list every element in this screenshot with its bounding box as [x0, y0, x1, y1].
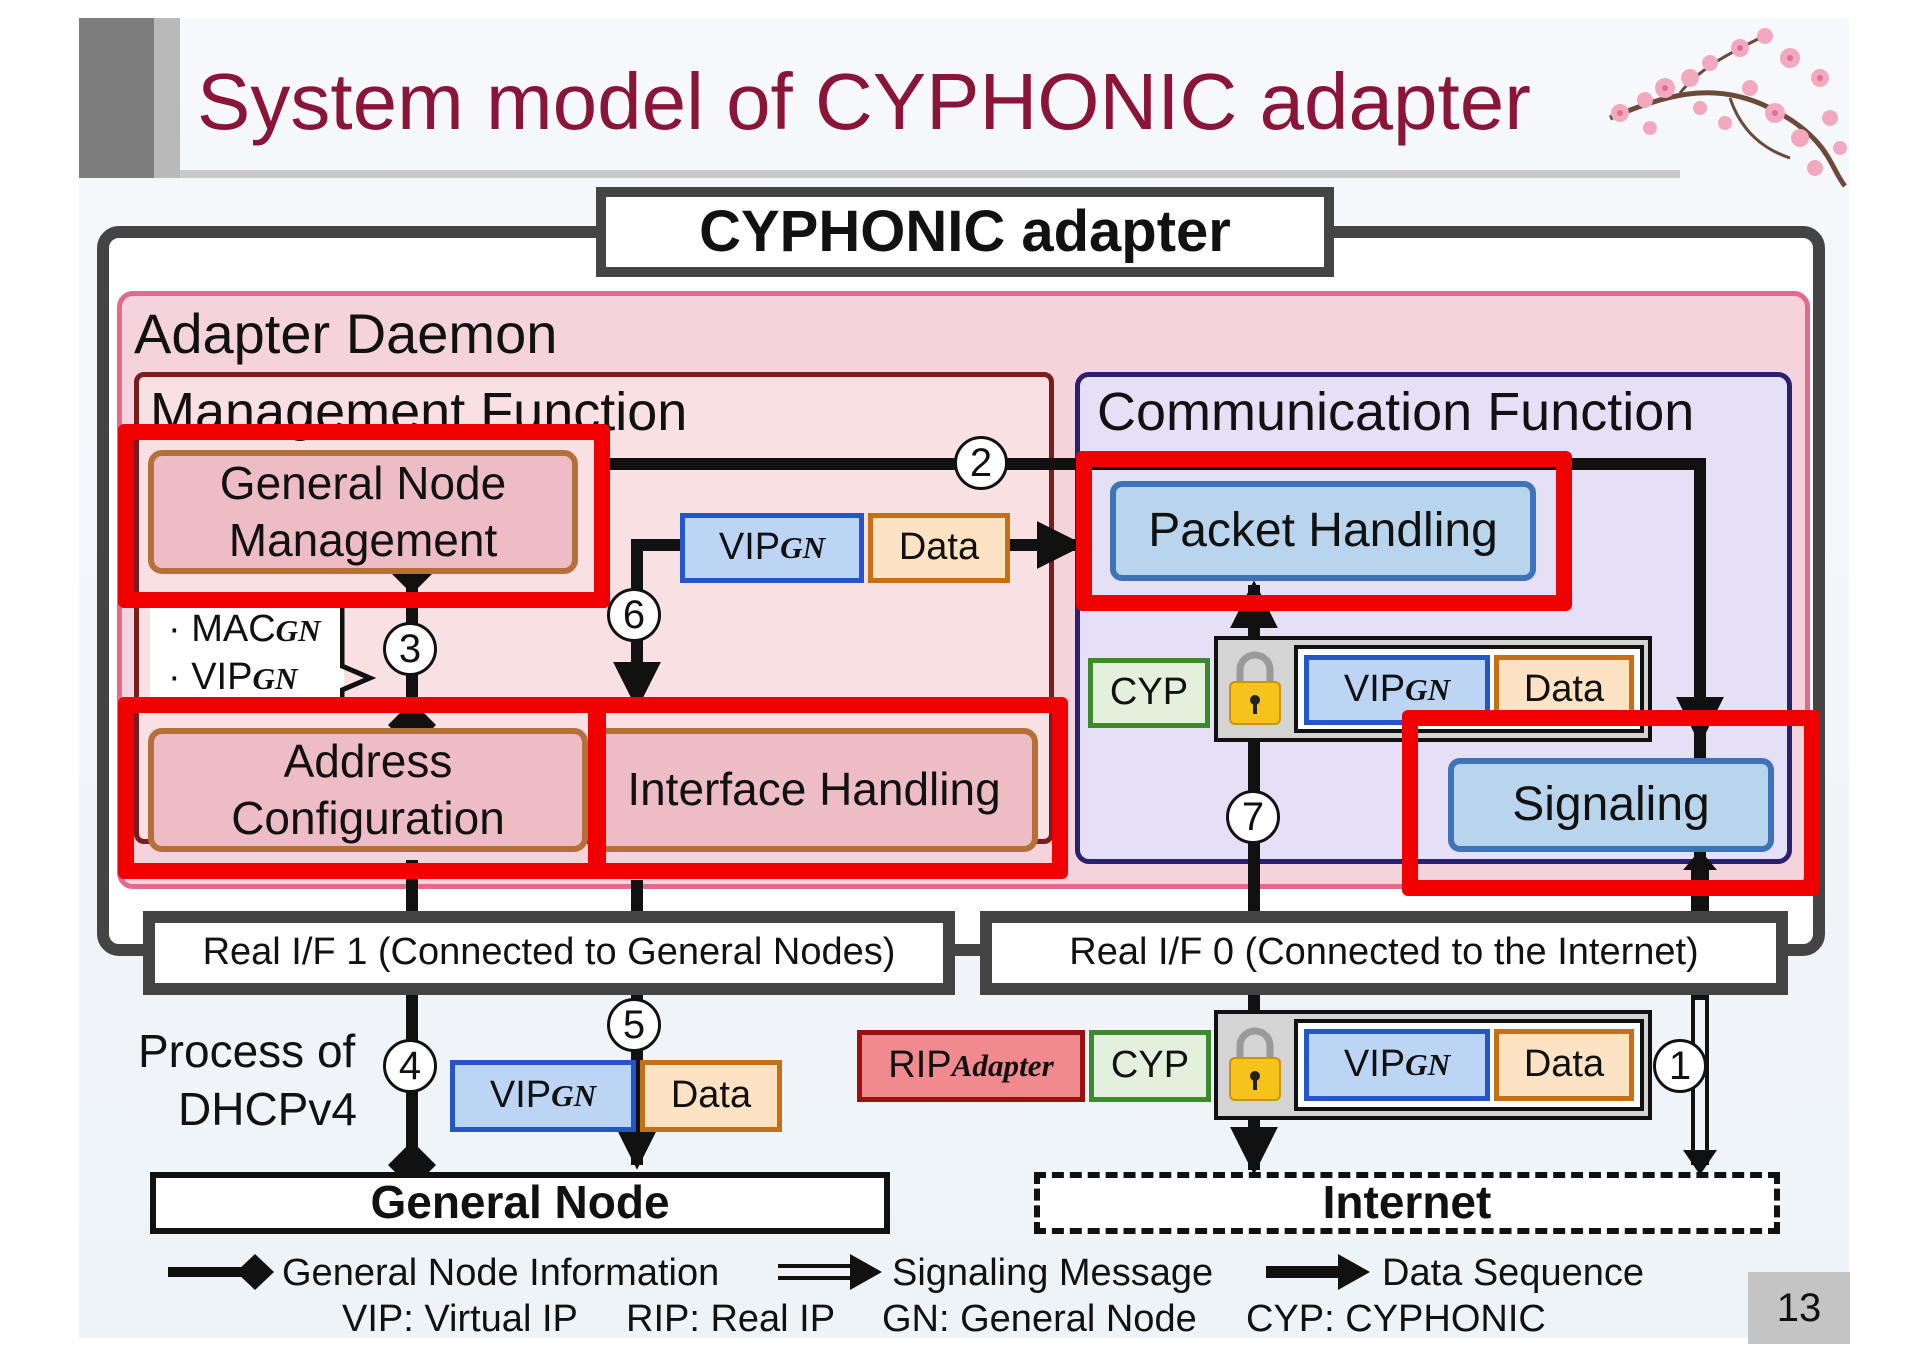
data-sequence-line-icon	[1266, 1254, 1370, 1290]
header-underline	[180, 170, 1680, 178]
legend-cyp-def: CYP: CYPHONIC	[1246, 1298, 1546, 1340]
vip-item: · VIPGN	[168, 656, 298, 698]
gn-info-list	[150, 608, 344, 700]
lock-icon	[1229, 1027, 1281, 1101]
process-of-label: Process of	[138, 1025, 356, 1077]
data-lower-field: Data	[640, 1060, 782, 1132]
lock-icon	[1229, 651, 1281, 725]
data-lower-encrypted-field: Data	[1494, 1029, 1634, 1101]
signaling-message-line-icon	[778, 1254, 882, 1290]
highlight-general-node-management	[118, 424, 610, 608]
step-6-badge: 6	[607, 588, 661, 642]
real-if-1-box: Real I/F 1 (Connected to General Nodes)	[143, 911, 955, 995]
header-accent-bar	[79, 18, 154, 178]
highlight-signaling	[1402, 710, 1820, 896]
legend-general-node-info: General Node Information	[282, 1252, 720, 1294]
slide-title: System model of CYPHONIC adapter	[197, 57, 1531, 146]
general-node-management-box: General Node Management	[148, 450, 578, 574]
data-packet-field: Data	[868, 513, 1010, 583]
step-2-badge: 2	[954, 436, 1008, 490]
step-1-badge: 1	[1653, 1039, 1707, 1093]
cyp-lower-field: CYP	[1089, 1030, 1211, 1102]
signaling-box: Signaling	[1448, 758, 1774, 852]
legend-data-sequence: Data Sequence	[1382, 1252, 1644, 1294]
legend-gn-def: GN: General Node	[882, 1298, 1197, 1340]
dhcpv4-label: DHCPv4	[178, 1083, 357, 1135]
adapter-daemon-label: Adapter Daemon	[134, 302, 558, 365]
step-5-badge: 5	[607, 998, 661, 1052]
communication-function-label: Communication Function	[1097, 382, 1695, 442]
step-3-badge: 3	[383, 622, 437, 676]
highlight-packet-handling	[1076, 451, 1572, 611]
cyphonic-adapter-title: CYPHONIC adapter	[596, 187, 1334, 277]
highlight-interface-handling	[590, 697, 1068, 879]
packet-handling-box: Packet Handling	[1110, 481, 1536, 581]
header-accent-bar-light	[154, 18, 180, 178]
mac-item: · MACGN	[168, 608, 321, 650]
interface-handling-box: Interface Handling	[590, 728, 1038, 852]
address-configuration-box: Address Configuration	[148, 728, 588, 852]
cyp-header-field: CYP	[1088, 658, 1210, 728]
page-number: 13	[1748, 1272, 1850, 1344]
legend-rip-def: RIP: Real IP	[626, 1298, 836, 1340]
brace-icon	[340, 608, 377, 702]
step-4-badge: 4	[383, 1039, 437, 1093]
real-if-0-box: Real I/F 0 (Connected to the Internet)	[980, 911, 1788, 995]
highlight-address-configuration	[118, 697, 604, 879]
legend-signaling-message: Signaling Message	[892, 1252, 1214, 1294]
internet-box: Internet	[1034, 1172, 1780, 1234]
legend-vip-def: VIP: Virtual IP	[342, 1298, 578, 1340]
general-node-info-line-icon	[168, 1254, 274, 1290]
cherry-blossom-decoration	[1609, 28, 1847, 188]
general-node-box: General Node	[150, 1172, 890, 1234]
step-7-badge: 7	[1226, 790, 1280, 844]
